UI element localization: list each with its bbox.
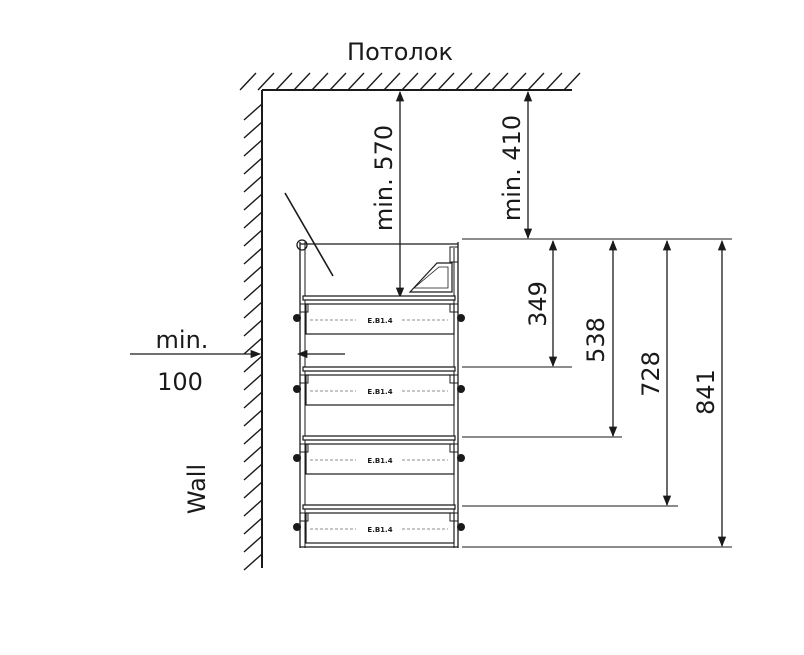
- drawer: E.B1.4: [293, 295, 465, 335]
- opening-mechanism: [408, 262, 453, 293]
- drawer-logo: E.B1.4: [367, 388, 392, 396]
- fitting-icon: [457, 314, 465, 322]
- fitting-icon: [457, 385, 465, 393]
- ceiling-hatch: [239, 72, 581, 91]
- drawer-logo: E.B1.4: [367, 317, 392, 325]
- fitting-icon: [293, 523, 301, 531]
- hinge-icon: [296, 239, 308, 251]
- min-570-label: min. 570: [370, 125, 398, 231]
- fitting-icon: [457, 523, 465, 531]
- ceiling: [239, 72, 581, 91]
- wall-label: Wall: [183, 464, 211, 514]
- fitting-icon: [293, 314, 301, 322]
- drawer: E.B1.4: [293, 504, 465, 544]
- wall: [243, 90, 263, 571]
- dim-728-label: 728: [637, 351, 665, 397]
- lift-lever: [284, 192, 334, 277]
- fitting-icon: [293, 454, 301, 462]
- height-dimensions: [462, 238, 732, 548]
- drawer-list: E.B1.4E.B1.4E.B1.4E.B1.4: [293, 295, 465, 544]
- dim-841-label: 841: [692, 369, 720, 415]
- fitting-icon: [293, 385, 301, 393]
- min-side-label-top: min.: [156, 326, 209, 354]
- drawer: E.B1.4: [293, 435, 465, 475]
- fitting-icon: [457, 454, 465, 462]
- min-410-label: min. 410: [498, 115, 526, 221]
- dim-538-label: 538: [582, 317, 610, 363]
- drawer-logo: E.B1.4: [367, 457, 392, 465]
- ceiling-label: Потолок: [347, 38, 453, 66]
- drawer-logo: E.B1.4: [367, 526, 392, 534]
- dim-349-label: 349: [524, 281, 552, 327]
- min-side-label-bottom: 100: [157, 368, 203, 396]
- drawer: E.B1.4: [293, 366, 465, 406]
- wall-hatch: [243, 103, 263, 571]
